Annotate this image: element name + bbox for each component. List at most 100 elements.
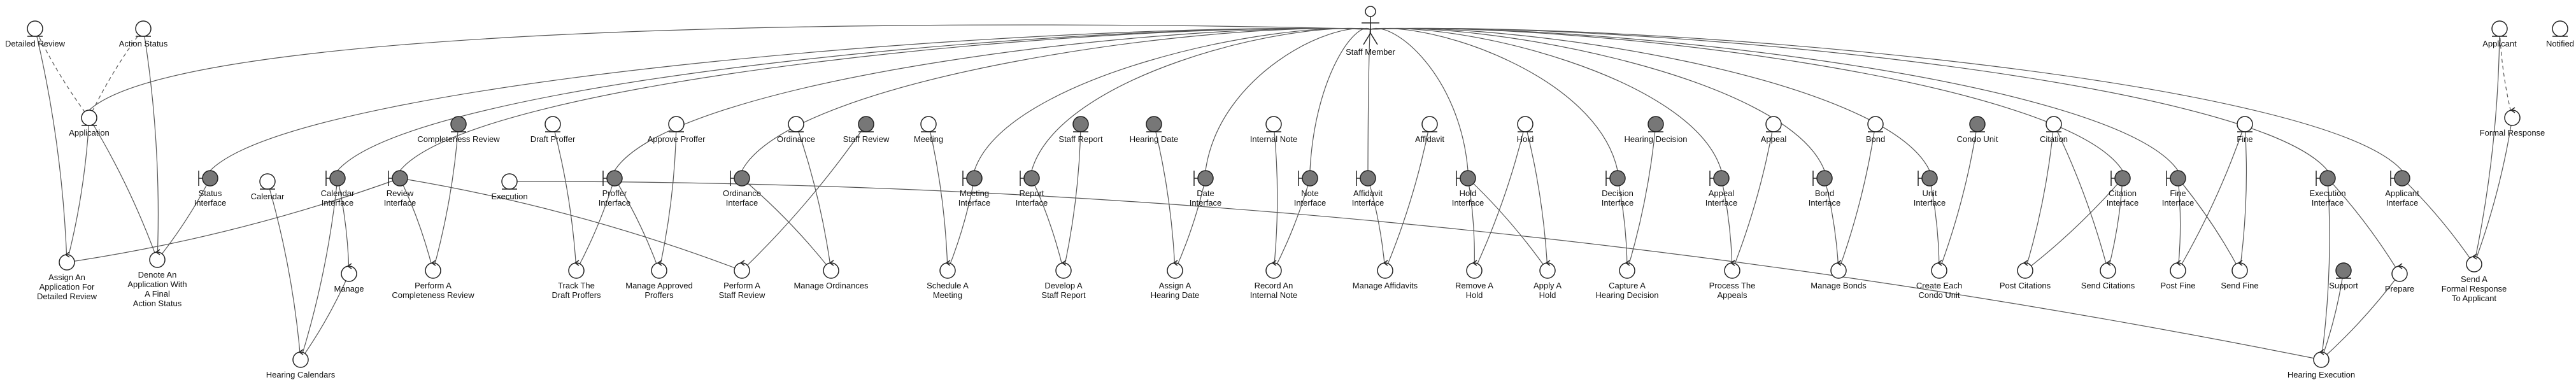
manageBonds-control[interactable]: Manage Bonds bbox=[1811, 260, 1867, 290]
connector-staff-dateIf bbox=[1205, 28, 1371, 171]
connectors bbox=[34, 24, 2513, 360]
approveProffer-entity[interactable]: Approve Proffer bbox=[648, 116, 706, 144]
manageAffidavits-control[interactable]: Manage Affidavits bbox=[1353, 260, 1418, 290]
citation-label: Citation bbox=[2040, 134, 2068, 144]
staff-member-actor[interactable]: Staff Member bbox=[1346, 6, 1396, 57]
condoUnit-entity-dark[interactable]: Condo Unit bbox=[1956, 116, 1998, 144]
detailedReview-entity[interactable]: Detailed Review bbox=[5, 20, 66, 48]
internalNote-entity[interactable]: Internal Note bbox=[1250, 116, 1297, 144]
ordinance-entity[interactable]: Ordinance bbox=[777, 116, 815, 144]
sendCitations-control[interactable]: Send Citations bbox=[2081, 260, 2135, 290]
staffReport-entity-dark[interactable]: Staff Report bbox=[1058, 116, 1103, 144]
notified-entity[interactable]: Notified bbox=[2546, 20, 2574, 48]
meeting-entity[interactable]: Meeting bbox=[914, 116, 943, 144]
connector-staff-applicantIf bbox=[1370, 27, 2403, 171]
connector-fineIf-sendFine bbox=[2177, 178, 2240, 271]
appeal-entity[interactable]: Appeal bbox=[1761, 116, 1787, 144]
fine-label: Fine bbox=[2237, 134, 2252, 144]
prepare-control[interactable]: Prepare bbox=[2385, 263, 2414, 294]
postCitations-label: Post Citations bbox=[2000, 281, 2051, 290]
connector-ordinance-manageOrdinances bbox=[795, 124, 832, 271]
postCitations-control[interactable]: Post Citations bbox=[2000, 260, 2051, 290]
citation-entity[interactable]: Citation bbox=[2040, 116, 2068, 144]
prepare-label: Prepare bbox=[2385, 284, 2414, 294]
completenessReview-entity-dark[interactable]: Completeness Review bbox=[417, 116, 500, 144]
connector-appeal-processAppeals bbox=[1732, 124, 1774, 271]
hold-entity[interactable]: Hold bbox=[1517, 116, 1534, 144]
hearingCalendars-control[interactable]: Hearing Calendars bbox=[266, 349, 336, 379]
postFine-control[interactable]: Post Fine bbox=[2161, 260, 2196, 290]
connector-applicant-sendFormal bbox=[2473, 28, 2500, 265]
application-entity[interactable]: Application bbox=[69, 110, 110, 138]
connector-calendarIf-hearingCalendars bbox=[300, 178, 338, 360]
connector-applicantIf-sendFormal bbox=[2402, 178, 2475, 265]
draftProffer-entity[interactable]: Draft Proffer bbox=[530, 116, 576, 144]
applicant-entity[interactable]: Applicant bbox=[2482, 20, 2517, 48]
manageOrdinances-control[interactable]: Manage Ordinances bbox=[793, 260, 869, 290]
connector-citationIf-sendCitations bbox=[2107, 178, 2123, 271]
actionStatus-entity[interactable]: Action Status bbox=[119, 20, 168, 48]
hearingDecision-entity-dark[interactable]: Hearing Decision bbox=[1625, 116, 1688, 144]
connector-profferIf-manageApproved bbox=[614, 178, 660, 271]
connector-staff-application bbox=[89, 24, 1371, 111]
support-label: Support bbox=[2329, 281, 2358, 290]
staffReview-entity-dark[interactable]: Staff Review bbox=[843, 116, 890, 144]
support-entity-dark[interactable]: Support bbox=[2329, 262, 2358, 290]
formalResponse-control[interactable]: Formal Response bbox=[2480, 107, 2545, 138]
fine-entity[interactable]: Fine bbox=[2237, 116, 2253, 144]
sendFine-control[interactable]: Send Fine bbox=[2221, 260, 2259, 290]
affidavit-entity[interactable]: Affidavit bbox=[1415, 116, 1444, 144]
manage-control[interactable]: Manage bbox=[334, 263, 364, 294]
bond-entity[interactable]: Bond bbox=[1866, 116, 1885, 144]
staffReport-label: Staff Report bbox=[1058, 134, 1103, 144]
calendar-entity[interactable]: Calendar bbox=[251, 173, 285, 201]
hearingDate-entity-dark[interactable]: Hearing Date bbox=[1130, 116, 1179, 144]
execution-entity[interactable]: Execution bbox=[491, 173, 528, 201]
connector-support-hearingExecution bbox=[2321, 270, 2344, 360]
hearingDecision-label: Hearing Decision bbox=[1625, 134, 1688, 144]
hearingExecution-control[interactable]: Hearing Execution bbox=[2288, 349, 2355, 379]
